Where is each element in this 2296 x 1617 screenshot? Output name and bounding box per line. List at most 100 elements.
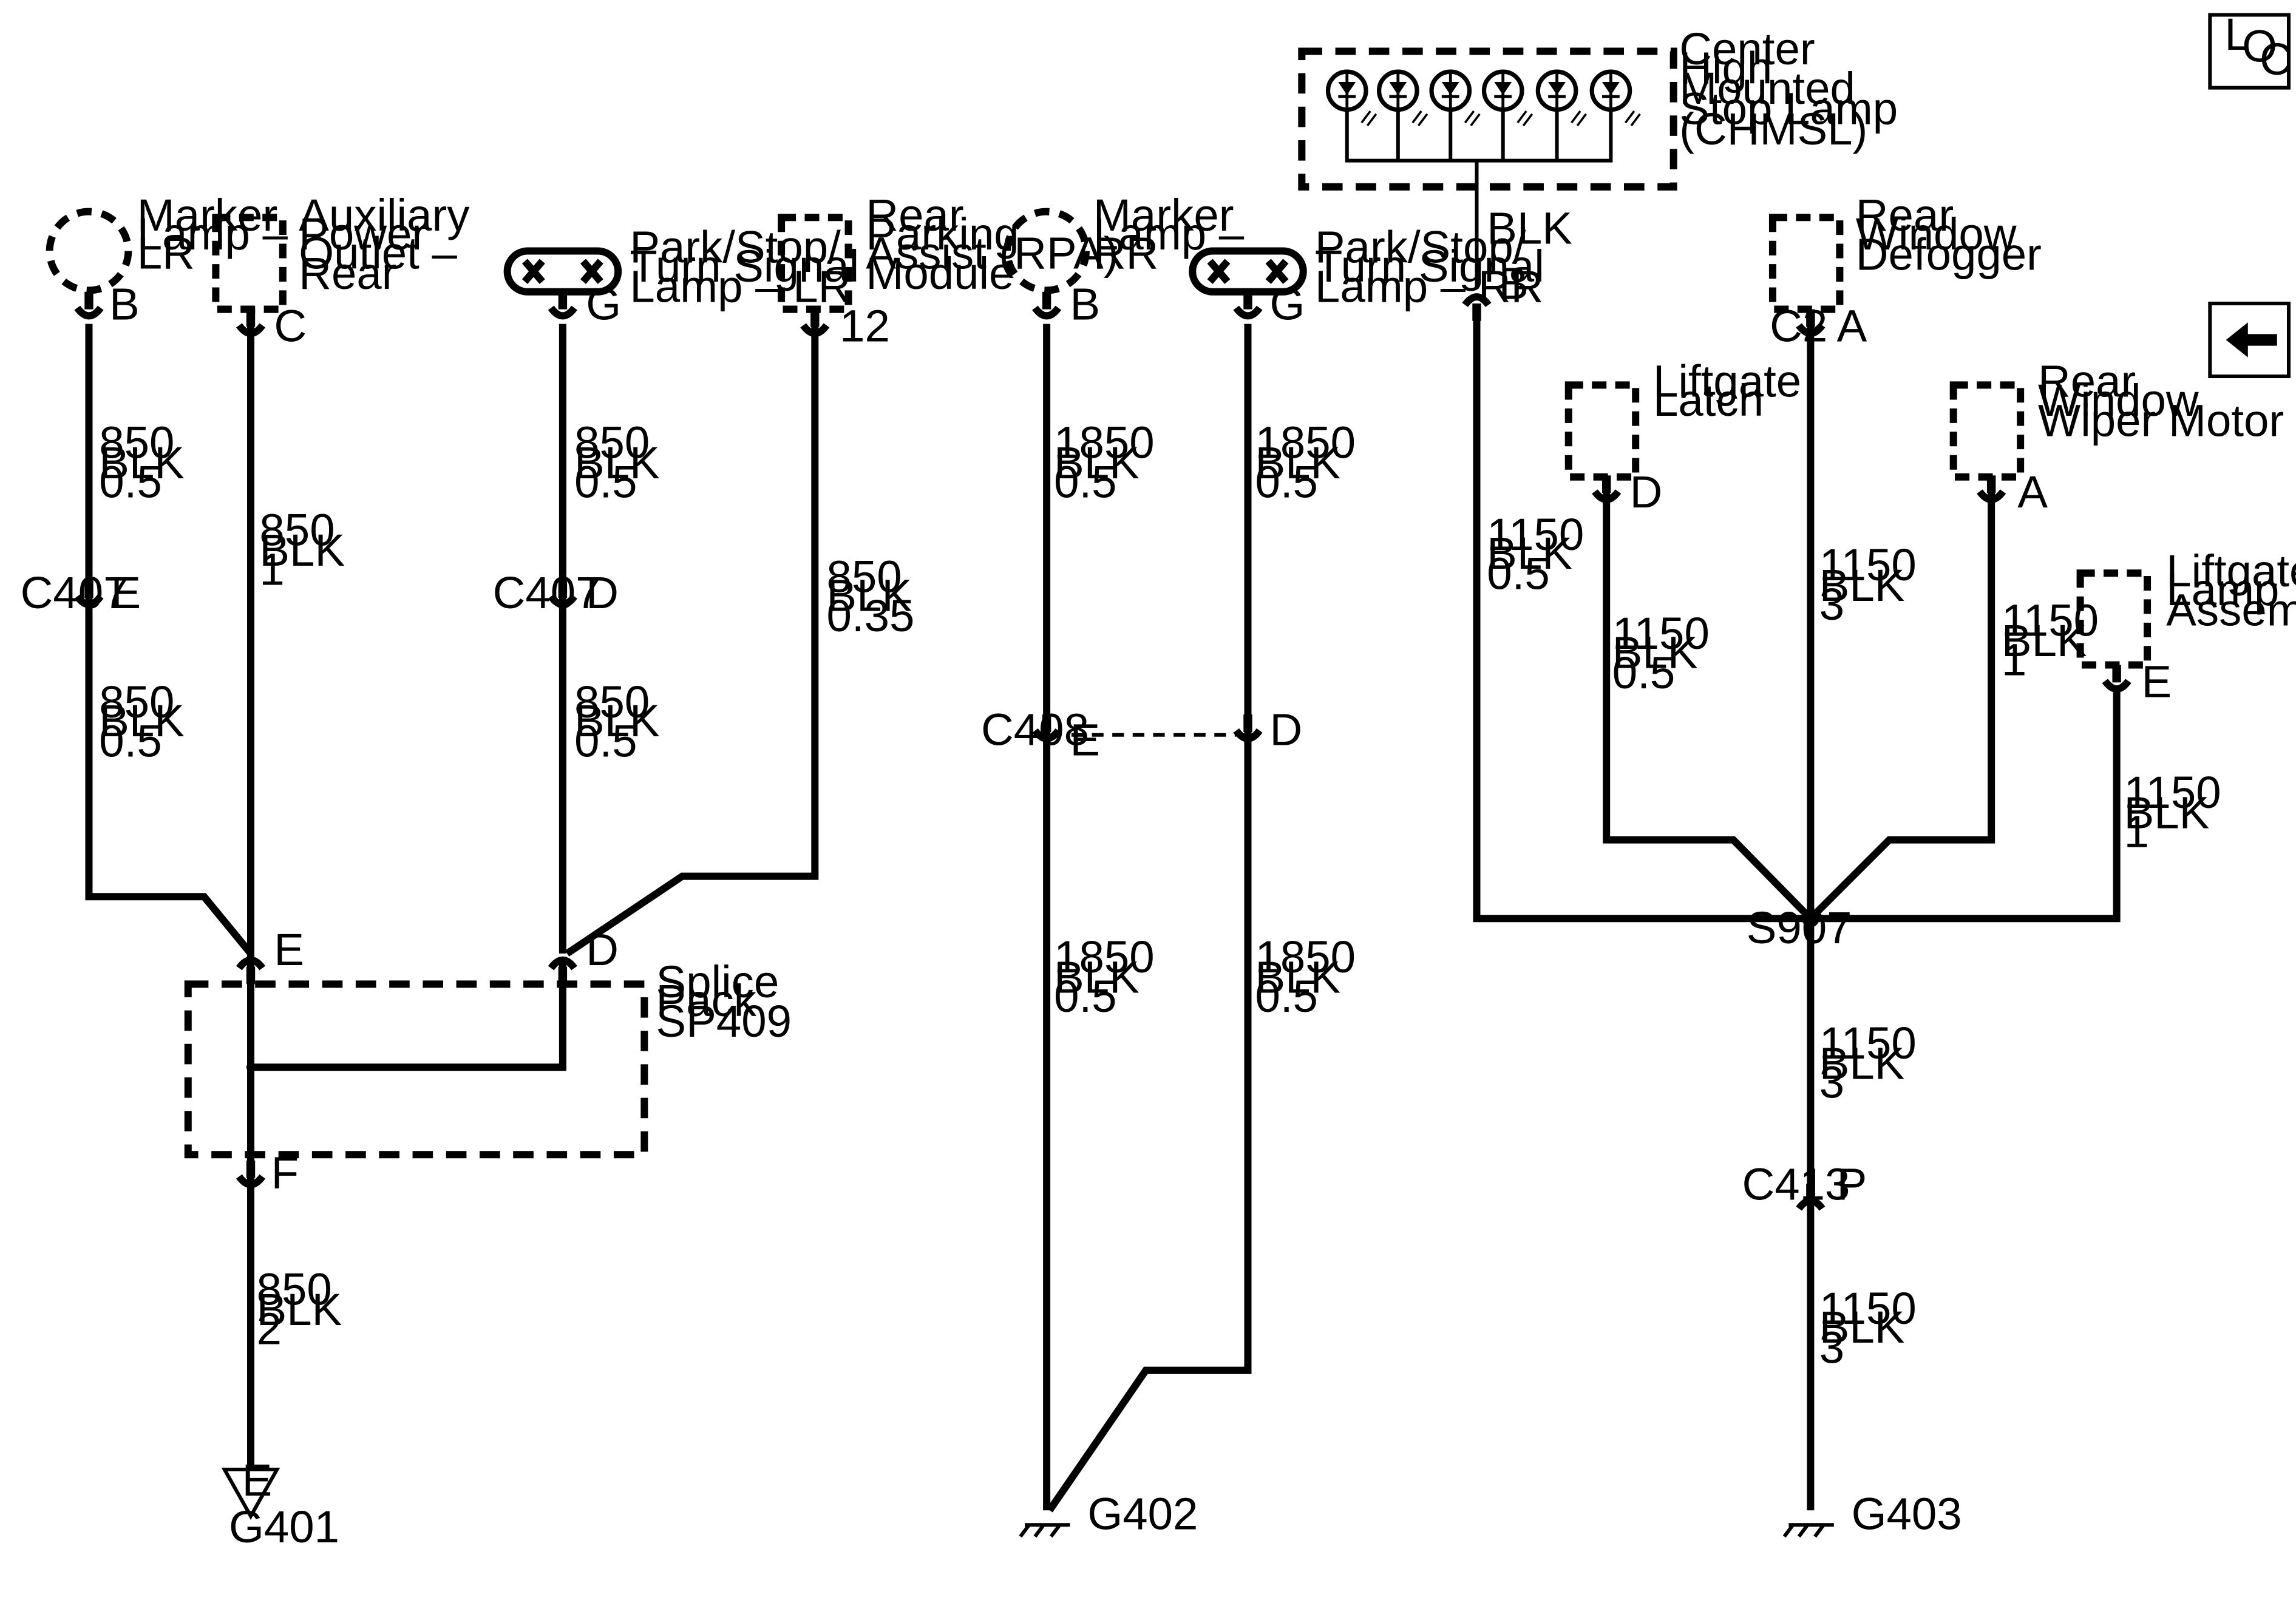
- rear-wiper-motor: Rear Window Wiper Motor: [1949, 356, 2284, 481]
- svg-text:C: C: [2260, 34, 2292, 84]
- pin-chmsl: [1462, 293, 1492, 321]
- svg-text:BLK: BLK: [1054, 438, 1140, 488]
- svg-text:3: 3: [1819, 579, 1844, 629]
- svg-text:Assembly: Assembly: [2166, 585, 2296, 636]
- svg-text:1850: 1850: [1054, 932, 1155, 982]
- svg-text:Park/Stop/: Park/Stop/: [630, 222, 841, 273]
- svg-text:BLK: BLK: [1819, 1038, 1905, 1088]
- svg-text:1: 1: [2002, 634, 2026, 685]
- svg-text:850: 850: [827, 551, 902, 602]
- svg-text:BLK: BLK: [1487, 203, 1572, 254]
- svg-text:1: 1: [2124, 807, 2149, 857]
- pin-label: F: [271, 1148, 299, 1198]
- liftgate-lamp-assembly: Liftgate Lamp Assembly: [2076, 546, 2296, 669]
- wire-label: BLK: [1487, 203, 1572, 254]
- svg-text:SP409: SP409: [656, 996, 792, 1046]
- pin-label: G: [1270, 279, 1305, 329]
- svg-text:Parking: Parking: [866, 209, 1019, 259]
- pin-label: E: [1070, 714, 1101, 765]
- svg-text:1850: 1850: [1255, 932, 1356, 982]
- svg-text:BLK: BLK: [1255, 438, 1340, 488]
- connector-c407-e: [74, 580, 104, 608]
- pin-aux: [236, 309, 266, 337]
- park-lamp-lr: Park/Stop/ Turn Signal Lamp – LR: [503, 222, 859, 312]
- splice-s907-dot: [1801, 909, 1819, 927]
- pin-lamp: [2102, 665, 2131, 693]
- svg-text:1850: 1850: [1054, 417, 1155, 467]
- led-icon: [1325, 69, 1377, 127]
- pin-park-lr: [548, 291, 577, 320]
- svg-text:0.5: 0.5: [1487, 549, 1549, 599]
- svg-text:3: 3: [1819, 1057, 1844, 1108]
- svg-text:1850: 1850: [1255, 417, 1356, 467]
- svg-text:0.5: 0.5: [1054, 971, 1116, 1022]
- svg-text:BLK: BLK: [1255, 952, 1340, 1003]
- svg-text:0.35: 0.35: [827, 591, 915, 641]
- aux-power-outlet: Auxiliary Power Outlet – Rear: [212, 190, 470, 313]
- svg-text:Window: Window: [2038, 375, 2199, 425]
- pin-defogger: [1796, 309, 1826, 337]
- svg-text:1150: 1150: [1612, 608, 1710, 659]
- svg-text:Rear: Rear: [2038, 356, 2136, 407]
- svg-text:1: 1: [259, 544, 284, 594]
- pin-sp-f: [236, 1160, 266, 1188]
- led-icon: [1376, 69, 1428, 127]
- loc-icon[interactable]: L O C: [2208, 9, 2292, 90]
- pin-label: D: [1630, 467, 1663, 517]
- svg-text:Module: Module: [866, 248, 1014, 299]
- pin-wiper: [1977, 475, 2006, 503]
- svg-text:Wiper Motor: Wiper Motor: [2038, 395, 2284, 446]
- back-arrow-icon[interactable]: [2208, 301, 2291, 379]
- pin-sp-e: [236, 956, 266, 985]
- svg-text:850: 850: [257, 1264, 332, 1315]
- svg-text:BLK: BLK: [99, 438, 185, 488]
- svg-text:BLK: BLK: [1487, 528, 1572, 578]
- svg-text:Lamp: Lamp: [2166, 564, 2279, 615]
- svg-text:Splice: Splice: [656, 957, 779, 1007]
- svg-text:0.5: 0.5: [1612, 648, 1675, 698]
- svg-text:(CHMSL): (CHMSL): [1679, 104, 1867, 154]
- svg-text:Auxiliary: Auxiliary: [299, 190, 470, 240]
- pin-park-rr: [1233, 291, 1263, 320]
- pin-rpa: [800, 309, 830, 337]
- connector-c413-label: C413: [1742, 1159, 1850, 1210]
- connector-c413: [1796, 1184, 1826, 1211]
- svg-text:0.5: 0.5: [1255, 456, 1317, 507]
- svg-text:LR: LR: [137, 228, 195, 278]
- svg-text:BLK: BLK: [1819, 1302, 1905, 1352]
- pin-sp-d: [548, 956, 577, 985]
- svg-text:Stop Lamp: Stop Lamp: [1679, 84, 1898, 134]
- pin-label: E: [274, 924, 304, 975]
- svg-text:Liftgate: Liftgate: [2166, 546, 2296, 596]
- ground-g402: G402: [1019, 1488, 1198, 1539]
- park-lamp-rr: Park/Stop/ Turn Signal Lamp – RR: [1189, 222, 1544, 312]
- svg-text:Pack: Pack: [656, 975, 757, 1026]
- splice-pack-sp409: Splice Pack SP409: [184, 957, 792, 1159]
- svg-text:G403: G403: [1852, 1488, 1962, 1539]
- pin-label: D: [586, 924, 619, 975]
- svg-text:1150: 1150: [2002, 595, 2099, 645]
- svg-text:BLK: BLK: [257, 1284, 342, 1335]
- liftgate-latch: Liftgate Latch: [1564, 356, 1801, 481]
- led-icon: [1481, 69, 1533, 127]
- svg-text:G401: G401: [229, 1502, 339, 1552]
- svg-text:0.5: 0.5: [574, 456, 637, 507]
- svg-text:Lamp – LR: Lamp – LR: [630, 262, 851, 312]
- pin-label: B: [1070, 279, 1101, 329]
- svg-text:BLK: BLK: [99, 696, 185, 746]
- svg-text:0.5: 0.5: [99, 716, 161, 767]
- splice-s907-label: S907: [1747, 903, 1852, 953]
- pin-label: B: [1499, 259, 1529, 309]
- svg-text:Outlet –: Outlet –: [299, 228, 457, 278]
- svg-text:BLK: BLK: [259, 525, 345, 575]
- svg-text:1150: 1150: [1819, 1283, 1917, 1334]
- pin-label: A: [1837, 300, 1867, 351]
